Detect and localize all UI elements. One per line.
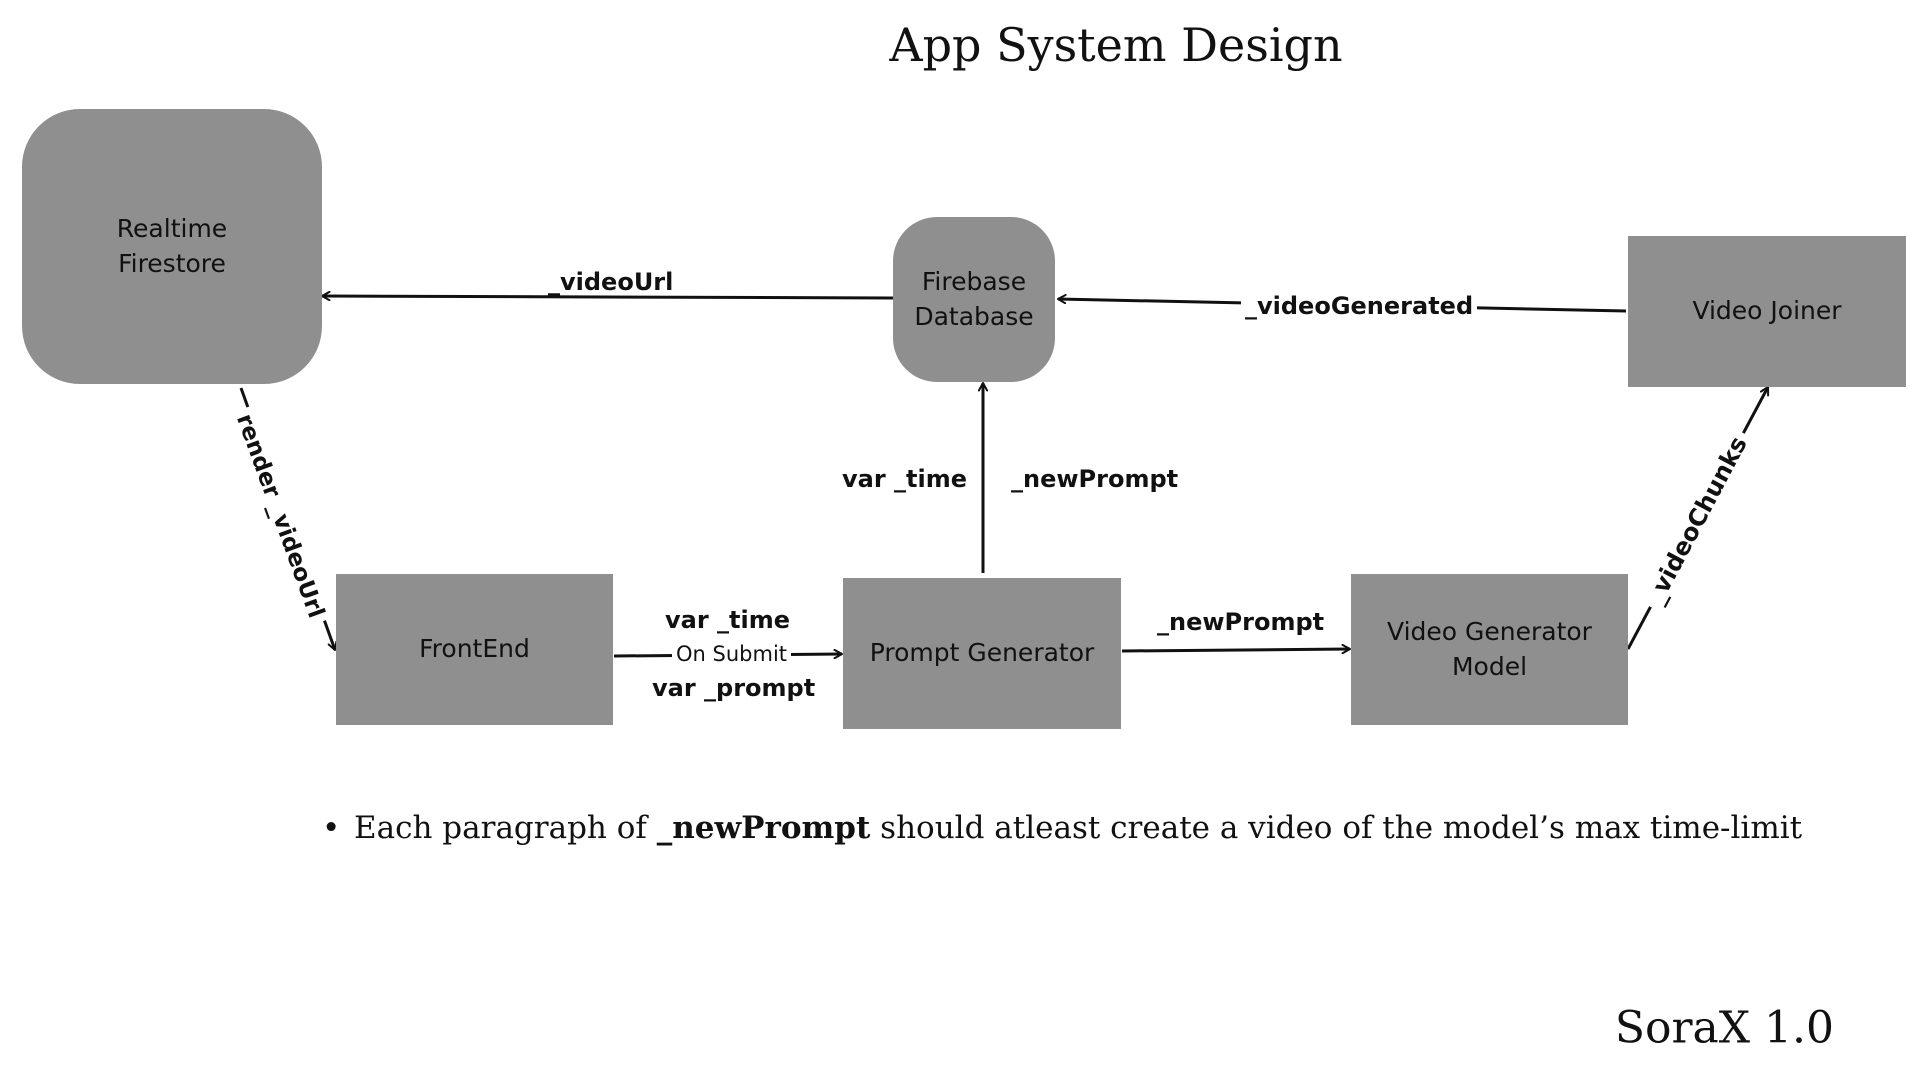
node-label: FrontEnd <box>419 634 530 664</box>
node-label: Video Joiner <box>1692 296 1842 326</box>
node-label: Video Generator <box>1387 617 1592 646</box>
node-label: Realtime <box>116 214 228 243</box>
node-label: Prompt Generator <box>869 638 1095 668</box>
note-suffix: should atleast create a video of the mod… <box>870 810 1803 846</box>
node-prompt-generator: Prompt Generator <box>843 578 1121 729</box>
edge-label-on-submit: On Submit <box>672 642 792 666</box>
node-frontend: FrontEnd <box>336 574 613 725</box>
node-video-joiner: Video Joiner <box>1628 236 1906 387</box>
node-label: Firebase <box>921 267 1027 296</box>
bullet-marker: • <box>322 810 341 846</box>
note-prefix: Each paragraph of <box>354 810 657 846</box>
edge-label-newprompt-right: _newPrompt <box>1157 608 1325 636</box>
node-label: Database <box>914 301 1034 331</box>
node-label: Model <box>1451 651 1528 681</box>
edge-videourl <box>322 296 895 298</box>
brand-label: SoraX 1.0 <box>1614 1002 1834 1054</box>
page-title: App System Design <box>889 18 1343 72</box>
design-note: • Each paragraph of _newPrompt should atl… <box>322 810 1822 846</box>
edge-label-var-prompt: var _prompt <box>652 674 816 702</box>
edge-label-var-time-up: var _time <box>842 465 968 493</box>
edge-label-videourl: _videoUrl <box>548 268 674 296</box>
edge-label-newprompt-up: _newPrompt <box>1011 465 1179 493</box>
note-highlight: _newPrompt <box>656 810 871 846</box>
edge-prompt-to-model <box>1121 649 1350 651</box>
edge-label-var-time-submit: var _time <box>665 606 791 634</box>
edge-label-videogenerated: _videoGenerated <box>1241 292 1478 320</box>
node-label: Firestore <box>118 248 226 278</box>
